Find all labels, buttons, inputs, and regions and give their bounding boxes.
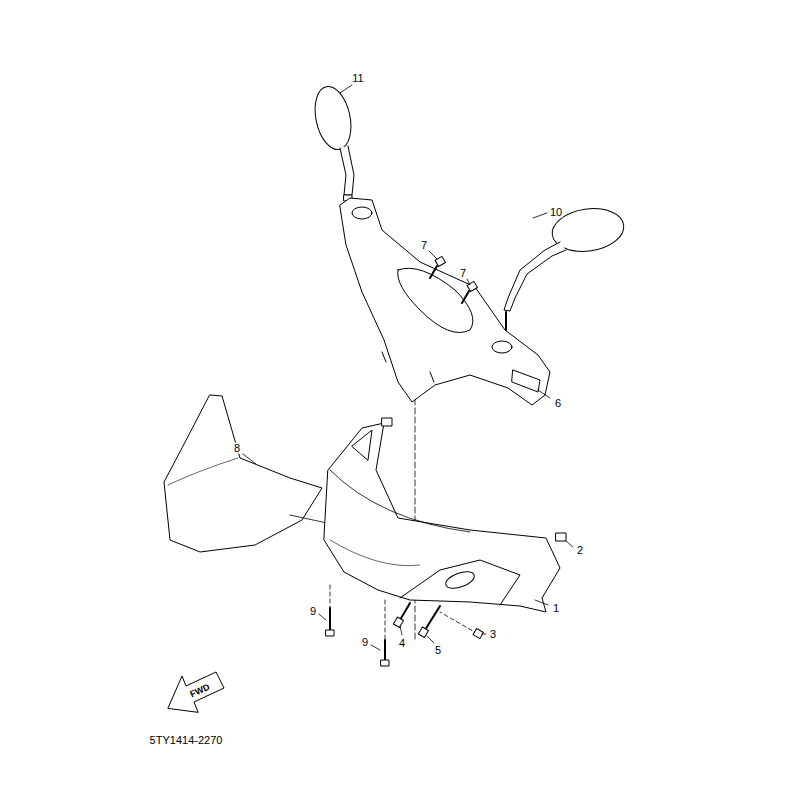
screw bbox=[326, 585, 483, 666]
upper-handle-cover bbox=[340, 198, 550, 405]
front-panel bbox=[164, 395, 322, 552]
part-code: 5TY1414-2270 bbox=[149, 735, 224, 746]
callout-number: 8 bbox=[233, 443, 241, 454]
callout-number: 9 bbox=[309, 606, 317, 617]
callout-number: 2 bbox=[576, 545, 584, 556]
callout-number: 9 bbox=[361, 637, 369, 648]
callout-number: 1 bbox=[552, 603, 560, 614]
lower-handle-cover bbox=[324, 423, 560, 612]
callout-number: 11 bbox=[351, 73, 364, 84]
mirror-right bbox=[504, 204, 627, 330]
callout-number: 4 bbox=[398, 638, 406, 649]
callout-number: 3 bbox=[489, 629, 497, 640]
mirror-left bbox=[310, 83, 357, 214]
fwd-arrow bbox=[168, 672, 224, 712]
leader-line bbox=[243, 85, 573, 650]
callout-number: 7 bbox=[459, 268, 467, 279]
callout-number: 7 bbox=[420, 240, 428, 251]
callout-number: 6 bbox=[554, 398, 562, 409]
clip-nut bbox=[382, 418, 566, 541]
screw bbox=[430, 256, 477, 303]
callout-number: 10 bbox=[549, 207, 563, 218]
callout-number: 5 bbox=[434, 645, 442, 656]
